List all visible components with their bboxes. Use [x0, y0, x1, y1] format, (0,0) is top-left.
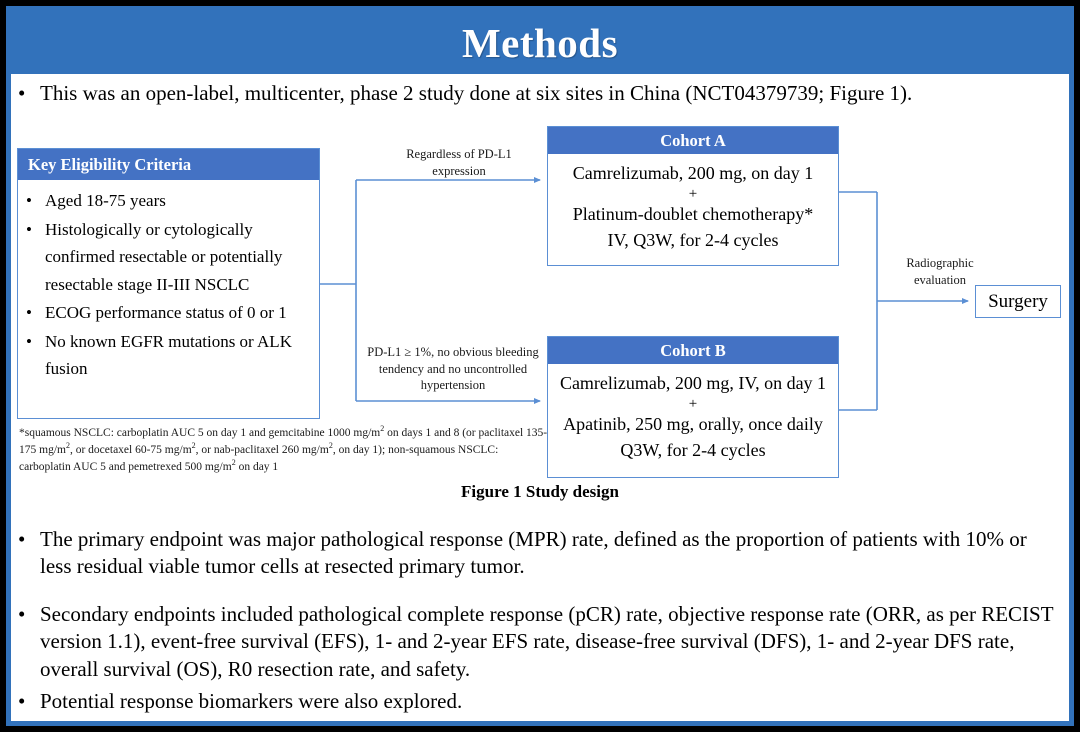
eligibility-header-label: Key Eligibility Criteria	[28, 154, 192, 174]
bullet-icon: •	[18, 689, 26, 713]
intro-bullet-text: This was an open-label, multicenter, pha…	[40, 81, 913, 105]
secondary-endpoint-text: Secondary endpoints included pathologica…	[40, 602, 1054, 681]
bullet-icon: •	[18, 602, 26, 626]
cohort-a-body: Camrelizumab, 200 mg, on day 1 + Platinu…	[548, 154, 838, 259]
eligibility-item-label: No known EGFR mutations or ALK fusion	[45, 331, 292, 379]
cohort-b-header-label: Cohort B	[660, 340, 726, 360]
footnote-sup: 2	[191, 441, 196, 451]
cohort-a-header: Cohort A	[548, 127, 838, 154]
endpoint-bullet-row: • The primary endpoint was major patholo…	[18, 526, 1050, 581]
eligibility-item-label: ECOG performance status of 0 or 1	[45, 303, 287, 323]
cohort-b-line-1: Camrelizumab, 200 mg, IV, on day 1	[559, 373, 827, 393]
footnote-part: *squamous NSCLC: carboplatin AUC 5 on da…	[19, 426, 381, 439]
footnote-sup: 2	[380, 424, 385, 433]
figure-caption: Figure 1 Study design	[461, 482, 619, 501]
connector-label-pdl1: PD-L1 ≥ 1%, no obvious bleeding tendency…	[367, 345, 539, 392]
footnote-part: , or nab-paclitaxel 260 mg/m	[195, 443, 329, 456]
cohort-a-line-2: Platinum-doublet chemotherapy*	[572, 204, 814, 225]
page-title: Methods	[461, 19, 619, 66]
bullet-icon: •	[18, 527, 26, 551]
intro-bullet-row: • This was an open-label, multicenter, p…	[18, 80, 1058, 107]
cohort-b-box: Cohort B Camrelizumab, 200 mg, IV, on da…	[547, 336, 839, 478]
eligibility-criteria-box: Key Eligibility Criteria • Aged 18-75 ye…	[17, 148, 320, 419]
endpoint-bullet-row: • Secondary endpoints included pathologi…	[18, 601, 1056, 683]
connector-label-radiographic: Radiographic evaluation	[906, 256, 974, 287]
footnote-sup: 2	[328, 441, 333, 451]
eligibility-list: • Aged 18-75 years • Histologically or c…	[18, 180, 319, 383]
chemotherapy-footnote: *squamous NSCLC: carboplatin AUC 5 on da…	[19, 424, 549, 475]
eligibility-item-label: Aged 18-75 years	[45, 191, 166, 210]
cohort-b-line-2: Apatinib, 250 mg, orally, once daily	[563, 414, 823, 435]
bullet-icon: •	[26, 191, 32, 210]
bullet-icon: •	[18, 81, 26, 105]
footnote-part: on day 1	[235, 461, 279, 474]
cohort-b-line-3: Q3W, for 2-4 cycles	[620, 439, 766, 460]
endpoint-bullet-row: • Potential response biomarkers were als…	[18, 688, 1018, 715]
footnote-part: on days 1 and 8 (or paclitaxel 135-175 m…	[19, 426, 548, 456]
bullet-icon: •	[26, 331, 32, 351]
footnote-part: , on day 1); non-squamous NSCLC: carbopl…	[19, 443, 499, 474]
connector-label-regardless: Regardless of PD-L1 expression	[406, 147, 512, 178]
list-item: • Aged 18-75 years	[26, 187, 313, 215]
cohort-b-header: Cohort B	[548, 337, 838, 364]
cohort-a-box: Cohort A Camrelizumab, 200 mg, on day 1 …	[547, 126, 839, 266]
cohort-a-plus: +	[688, 185, 698, 202]
list-item: • Histologically or cytologically confir…	[26, 216, 313, 299]
cohort-a-header-label: Cohort A	[660, 130, 726, 150]
footnote-sup: 2	[65, 441, 70, 451]
list-item: • ECOG performance status of 0 or 1	[26, 299, 313, 327]
eligibility-header: Key Eligibility Criteria	[18, 149, 319, 180]
footnote-part: , or docetaxel 60-75 mg/m	[69, 443, 192, 456]
cohort-a-line-3: IV, Q3W, for 2-4 cycles	[607, 229, 779, 250]
slide-title-bar: Methods	[11, 11, 1069, 74]
study-design-figure: Key Eligibility Criteria • Aged 18-75 ye…	[11, 118, 1069, 503]
cohort-b-plus: +	[688, 395, 698, 412]
bullet-icon: •	[26, 303, 32, 323]
cohort-a-line-1: Camrelizumab, 200 mg, on day 1	[572, 163, 814, 183]
footnote-sup: 2	[231, 458, 236, 468]
primary-endpoint-text: The primary endpoint was major pathologi…	[40, 527, 1027, 579]
list-item: • No known EGFR mutations or ALK fusion	[26, 328, 313, 383]
surgery-box: Surgery	[975, 285, 1061, 318]
eligibility-item-label: Histologically or cytologically confirme…	[45, 219, 283, 294]
biomarker-text: Potential response biomarkers were also …	[40, 689, 463, 713]
bullet-icon: •	[26, 219, 32, 239]
cohort-b-body: Camrelizumab, 200 mg, IV, on day 1 + Apa…	[548, 364, 838, 469]
surgery-label: Surgery	[988, 290, 1048, 312]
